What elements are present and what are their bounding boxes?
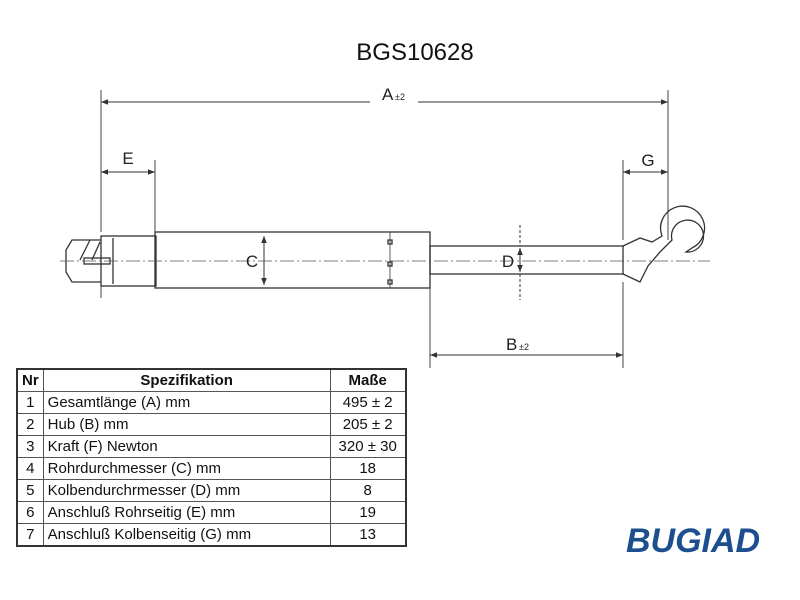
row-spec: Hub (B) mm (42, 413, 331, 436)
row-nr: 5 (16, 479, 44, 502)
table-row: 5 Kolbendurchrmesser (D) mm 8 (16, 479, 407, 502)
part-number-title: BGS10628 (356, 39, 473, 66)
row-value: 13 (329, 523, 407, 547)
dimension-label-c: C (246, 252, 258, 271)
gas-spring (65, 205, 706, 289)
row-spec: Kolbendurchrmesser (D) mm (42, 479, 331, 502)
row-nr: 4 (16, 457, 44, 480)
bugiad-logo: BUGIAD (626, 522, 761, 560)
row-value: 495 ± 2 (329, 391, 407, 414)
table-row: 4 Rohrdurchmesser (C) mm 18 (16, 457, 407, 480)
row-spec: Anschluß Kolbenseitig (G) mm (42, 523, 331, 547)
row-value: 18 (329, 457, 407, 480)
hook-end-fitting (622, 205, 706, 283)
dimension-tolerance-a: ±2 (395, 92, 405, 102)
piston-rod (429, 245, 624, 275)
dimension-label-b: B (506, 335, 517, 354)
dimension-label-e: E (122, 149, 133, 168)
row-spec: Rohrdurchmesser (C) mm (42, 457, 331, 480)
table-row: 2 Hub (B) mm 205 ± 2 (16, 413, 407, 436)
row-nr: 1 (16, 391, 44, 414)
extension-lines (100, 90, 669, 368)
row-value: 19 (329, 501, 407, 524)
row-nr: 3 (16, 435, 44, 458)
dimension-label-a: A (382, 85, 394, 104)
table-row: 6 Anschluß Rohrseitig (E) mm 19 (16, 501, 407, 524)
table-header-row: Nr Spezifikation Maße (16, 368, 407, 392)
table-row: 3 Kraft (F) Newton 320 ± 30 (16, 435, 407, 458)
row-spec: Kraft (F) Newton (42, 435, 331, 458)
dimension-tolerance-b: ±2 (519, 342, 529, 352)
specification-table: Nr Spezifikation Maße 1 Gesamtlänge (A) … (16, 368, 407, 547)
dimension-label-d: D (502, 252, 514, 271)
row-spec: Anschluß Rohrseitig (E) mm (42, 501, 331, 524)
dimension-label-g: G (641, 151, 654, 170)
header-spec: Spezifikation (42, 368, 331, 392)
row-nr: 6 (16, 501, 44, 524)
row-value: 8 (329, 479, 407, 502)
header-nr: Nr (16, 368, 44, 392)
table-row: 1 Gesamtlänge (A) mm 495 ± 2 (16, 391, 407, 414)
row-value: 320 ± 30 (329, 435, 407, 458)
header-value: Maße (329, 368, 407, 392)
table-row: 7 Anschluß Kolbenseitig (G) mm 13 (16, 523, 407, 547)
row-nr: 7 (16, 523, 44, 547)
row-nr: 2 (16, 413, 44, 436)
row-spec: Gesamtlänge (A) mm (42, 391, 331, 414)
row-value: 205 ± 2 (329, 413, 407, 436)
